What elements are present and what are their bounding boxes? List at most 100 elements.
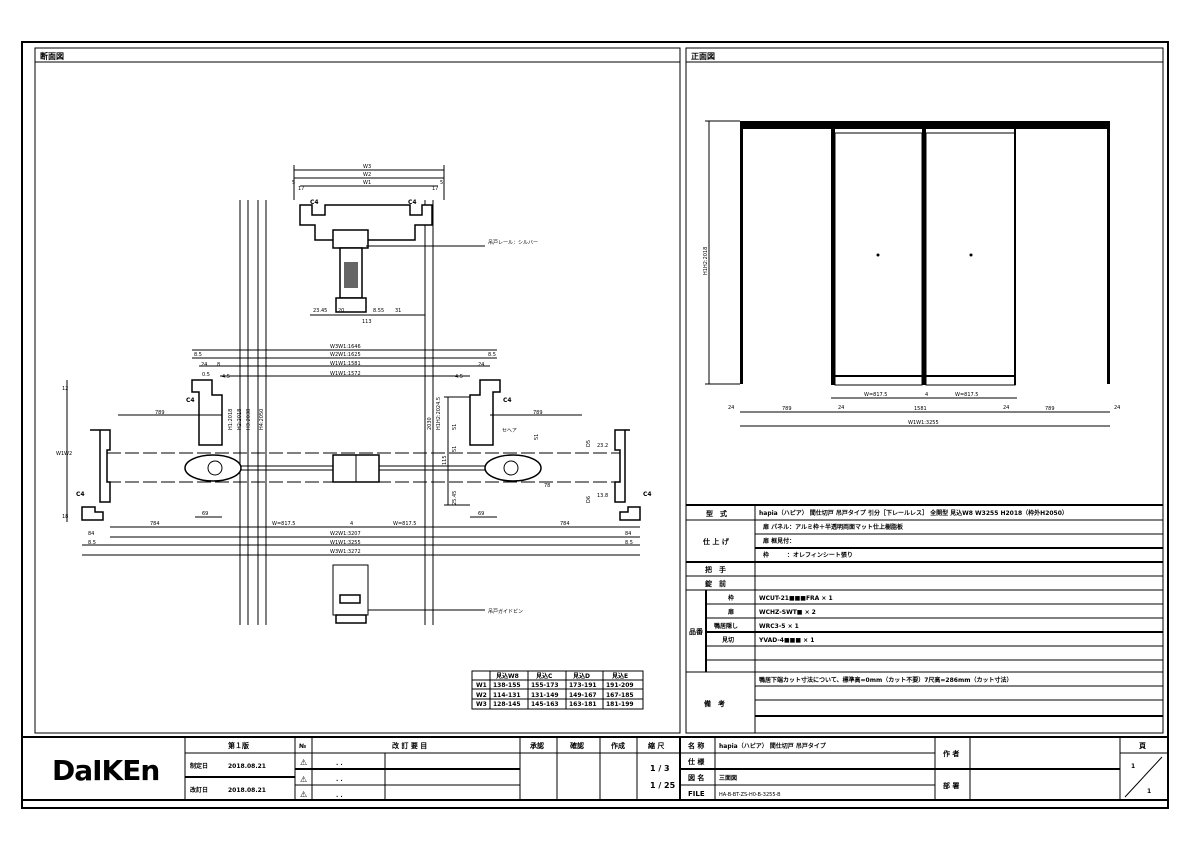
right-door-stile	[484, 454, 542, 482]
svg-text:W1: W1	[56, 451, 64, 457]
door-knob	[969, 253, 973, 257]
svg-text:155-173: 155-173	[531, 682, 559, 689]
svg-text:三面図: 三面図	[719, 774, 737, 782]
svg-text:図 名: 図 名	[688, 773, 704, 782]
svg-text:W2W1:3207: W2W1:3207	[330, 531, 361, 537]
svg-text:13.8: 13.8	[597, 493, 608, 499]
svg-text:1 / 25: 1 / 25	[650, 781, 676, 790]
svg-text:H1:2018: H1:2018	[228, 409, 234, 430]
svg-text:789: 789	[782, 406, 792, 412]
svg-text:型 式: 型 式	[706, 509, 727, 518]
spec-note: 鴨居下端カット寸法について、標準高=0mm（カット不要）7尺高=286mm（カッ…	[759, 676, 1012, 684]
left-wall	[90, 429, 111, 503]
svg-text:C4: C4	[408, 199, 417, 206]
svg-text:1: 1	[1147, 788, 1151, 795]
dim-1646: W3W1:1646	[330, 344, 361, 350]
title-block: DaIKEn 第１版 制定日 2018.08.21 改訂日 2018.08.21…	[22, 736, 1168, 801]
svg-text:17: 17	[298, 186, 304, 192]
svg-text:8.55: 8.55	[373, 308, 384, 314]
svg-text:115: 115	[442, 455, 448, 465]
svg-text:見切: 見切	[721, 636, 734, 644]
svg-text:8.5: 8.5	[488, 352, 496, 358]
right-jamb	[469, 379, 501, 446]
svg-text:縮 尺: 縮 尺	[648, 741, 664, 750]
svg-text:WCUT-21■■■FRA × 1: WCUT-21■■■FRA × 1	[759, 595, 833, 602]
svg-text:51: 51	[452, 424, 458, 430]
revision-triangle-icon: ⚠	[300, 758, 307, 767]
svg-text:C4: C4	[186, 397, 195, 404]
svg-text:24: 24	[478, 362, 484, 368]
svg-text:24: 24	[728, 405, 734, 411]
svg-text:20: 20	[338, 308, 344, 314]
rail-label: 吊戸レール：シルバー	[488, 240, 538, 246]
svg-text:128-145: 128-145	[493, 701, 521, 708]
size-table: 見込W8 見込C 見込D 見込E W1 138-155 155-173 173-…	[471, 670, 644, 710]
svg-text:改 訂 要 目: 改 訂 要 目	[392, 741, 427, 750]
svg-text:部 署: 部 署	[943, 781, 959, 790]
svg-text:4: 4	[925, 392, 928, 398]
svg-text:D6: D6	[586, 496, 592, 503]
svg-text:枠 ：オレフィンシート張り: 枠 ：オレフィンシート張り	[763, 551, 853, 559]
svg-text:見込W8: 見込W8	[495, 672, 519, 680]
svg-text:789: 789	[1045, 406, 1055, 412]
svg-text:191-209: 191-209	[606, 682, 634, 689]
svg-text:W=817.5: W=817.5	[955, 392, 978, 398]
svg-text:24: 24	[201, 362, 207, 368]
svg-text:5: 5	[440, 180, 443, 186]
right-door	[922, 129, 926, 385]
svg-text:4.5: 4.5	[222, 374, 230, 380]
svg-text:789: 789	[155, 410, 165, 416]
svg-text:作 者: 作 者	[943, 749, 959, 758]
svg-text:69: 69	[202, 511, 208, 517]
svg-text:163-181: 163-181	[569, 701, 597, 708]
svg-text:5: 5	[292, 180, 295, 186]
svg-text:H2:2018: H2:2018	[237, 409, 243, 430]
svg-text:W2: W2	[476, 692, 487, 699]
svg-text:. .: . .	[336, 792, 343, 799]
left-door-stile	[184, 454, 242, 482]
svg-text:69: 69	[478, 511, 484, 517]
dim-1581: W1W1:1581	[330, 361, 361, 367]
svg-text:W2: W2	[64, 451, 72, 457]
svg-text:C4: C4	[76, 491, 85, 498]
svg-text:制定日: 制定日	[190, 762, 208, 770]
svg-text:17: 17	[432, 186, 438, 192]
svg-text:H1H2:2024.5: H1H2:2024.5	[436, 397, 442, 430]
svg-text:12: 12	[62, 386, 68, 392]
dim-w3: W3	[363, 164, 371, 170]
svg-text:. .: . .	[336, 776, 343, 783]
svg-text:扉 パネル：アルミ枠＋半透明両面マット仕上樹脂板: 扉 パネル：アルミ枠＋半透明両面マット仕上樹脂板	[762, 523, 904, 531]
header-frame	[740, 121, 1110, 129]
svg-text:セヘア: セヘア	[502, 428, 517, 434]
svg-text:. .: . .	[336, 760, 343, 767]
revision-triangle-icon: ⚠	[300, 775, 307, 784]
svg-text:114-131: 114-131	[493, 692, 521, 699]
svg-text:YVAD-4■■■ × 1: YVAD-4■■■ × 1	[758, 637, 814, 644]
door-knob	[876, 253, 880, 257]
section-panel-title: 断面図	[40, 51, 64, 61]
svg-text:W1W1:3255: W1W1:3255	[330, 540, 361, 546]
svg-text:784: 784	[560, 521, 570, 527]
svg-text:23.2: 23.2	[597, 443, 608, 449]
daiken-logo: DaIKEn	[52, 754, 159, 787]
svg-text:承認: 承認	[530, 741, 544, 750]
svg-text:改訂日: 改訂日	[190, 786, 208, 794]
svg-text:24: 24	[1114, 405, 1120, 411]
dim-25-45: 25.45	[452, 491, 458, 505]
svg-text:H3:2038: H3:2038	[246, 409, 252, 430]
left-jamb	[191, 379, 223, 446]
front-view: H1H2:2018 W=817.5 4 W=817.5 24 789 24 15…	[703, 120, 1120, 427]
svg-text:1581: 1581	[914, 406, 927, 412]
dim-w2: W2	[363, 172, 371, 178]
svg-text:確認: 確認	[570, 741, 584, 750]
svg-text:2018.08.21: 2018.08.21	[228, 763, 266, 770]
svg-text:789: 789	[533, 410, 543, 416]
svg-text:18: 18	[62, 514, 68, 520]
svg-text:149-167: 149-167	[569, 692, 597, 699]
svg-text:鴨居隠し: 鴨居隠し	[714, 622, 738, 630]
svg-text:173-191: 173-191	[569, 682, 597, 689]
right-wall	[614, 429, 630, 503]
svg-text:51: 51	[452, 446, 458, 452]
dim-1625: W2W1:1625	[330, 352, 361, 358]
